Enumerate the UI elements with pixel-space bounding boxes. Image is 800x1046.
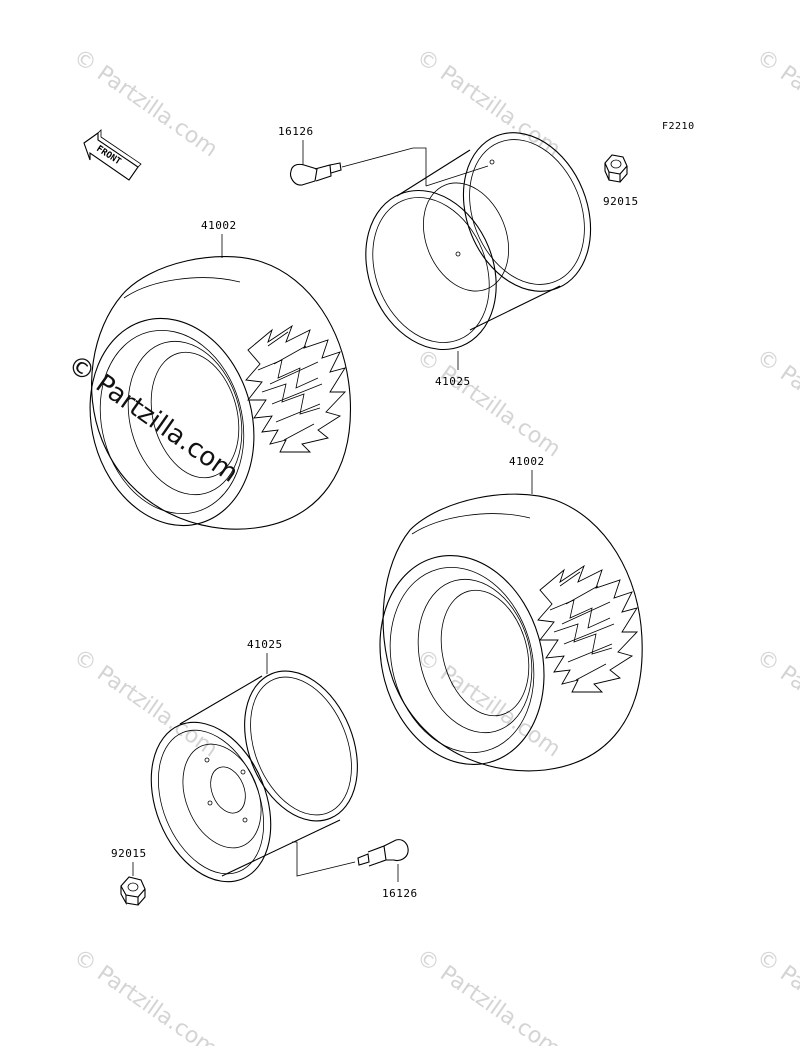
part-number-valve-bottom: 16126: [382, 887, 418, 900]
watermark-text: © Partzilla.com: [69, 44, 222, 162]
tire-bottom: [379, 493, 643, 772]
watermark-text: © Partzilla.com: [69, 644, 222, 762]
part-number-nut-bottom: 92015: [111, 847, 147, 860]
part-number-tire-bottom: 41002: [509, 455, 545, 468]
part-number-tire-top: 41002: [201, 219, 237, 232]
part-number-wheel-top: 41025: [435, 375, 471, 388]
part-number-nut-top: 92015: [603, 195, 639, 208]
lug-nut-top: [604, 154, 628, 183]
tire-top: [89, 256, 352, 530]
watermark-text: © Partzilla.com: [412, 344, 565, 462]
watermark-text: © Partzilla.com: [412, 644, 565, 762]
leader-line: [425, 165, 489, 187]
leader-line: [341, 147, 427, 186]
watermark-text: © Partzilla.com: [752, 944, 800, 1046]
figure-code: F2210: [662, 121, 695, 132]
watermark-text: © Partzilla.com: [752, 44, 800, 162]
watermark-text: © Partzilla.com: [69, 944, 222, 1046]
valve-stem-top: [290, 162, 342, 186]
valve-stem-bottom: [357, 839, 409, 867]
watermark-layer: © Partzilla.com © Partzilla.com © Partzi…: [69, 44, 800, 1046]
part-number-valve-top: 16126: [278, 125, 314, 138]
leader-line: [292, 841, 356, 877]
lug-nut-bottom: [120, 876, 146, 906]
watermark-text: © Partzilla.com: [412, 944, 565, 1046]
watermark-text: © Partzilla.com: [752, 344, 800, 462]
wheel-rim-bottom: [150, 670, 358, 883]
main-watermark: © Partzilla.com: [62, 349, 244, 489]
watermark-text: © Partzilla.com: [412, 44, 565, 162]
front-arrow-icon: FRONT: [83, 129, 142, 181]
watermark-main-text: © Partzilla.com: [62, 349, 244, 489]
part-number-wheel-bottom: 41025: [247, 638, 283, 651]
watermark-text: © Partzilla.com: [752, 644, 800, 762]
wheel-rim-top: [365, 132, 592, 351]
